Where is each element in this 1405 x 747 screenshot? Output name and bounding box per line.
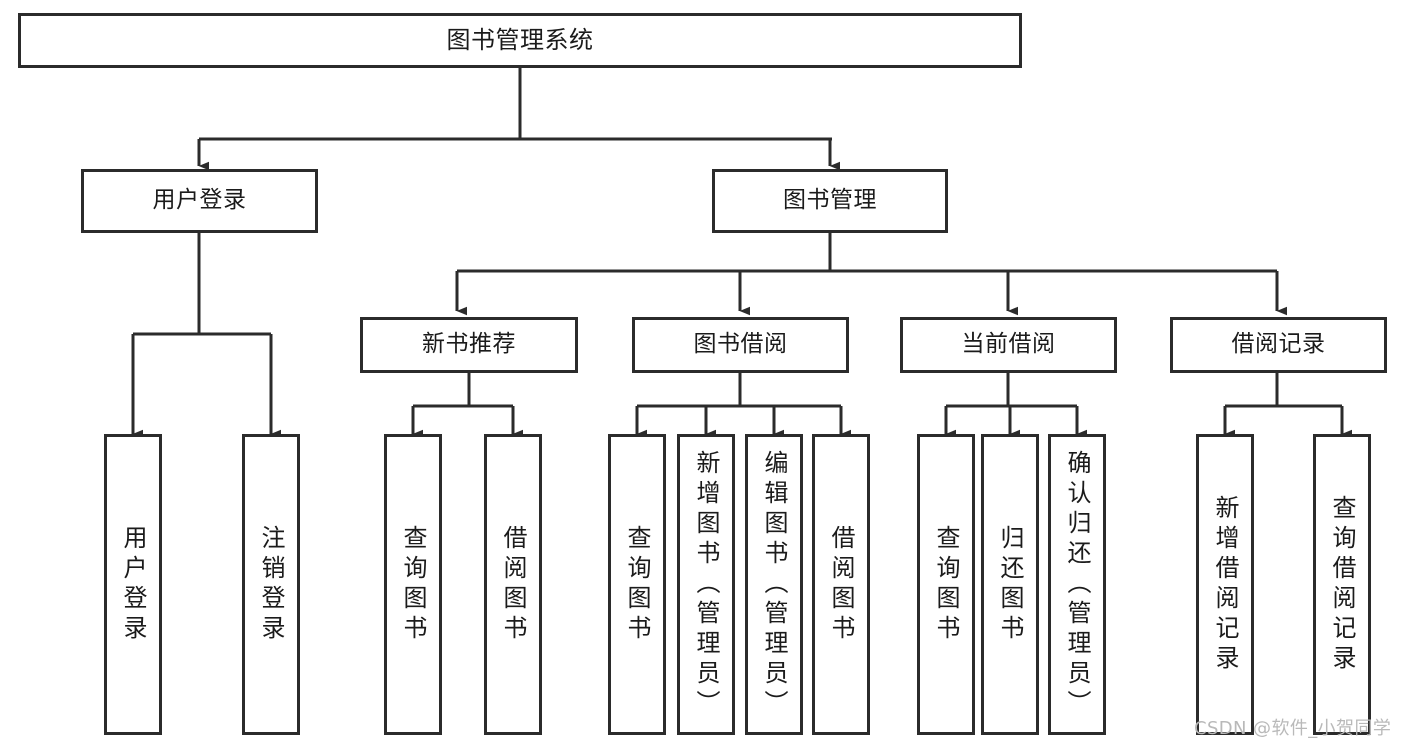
node-label: 新增图书（管理员） bbox=[692, 449, 720, 720]
leaf-borrow-book[interactable]: 借阅图书 bbox=[812, 434, 870, 735]
node-label: 图书管理 bbox=[783, 187, 877, 214]
node-label: 新书推荐 bbox=[422, 331, 516, 358]
leaf-add-borrow-record[interactable]: 新增借阅记录 bbox=[1196, 434, 1254, 735]
leaf-return-book[interactable]: 归还图书 bbox=[981, 434, 1039, 735]
node-label: 借阅记录 bbox=[1231, 331, 1326, 358]
leaf-user-login[interactable]: 用户登录 bbox=[104, 434, 162, 735]
node-user-login[interactable]: 用户登录 bbox=[81, 169, 318, 233]
node-label: 归还图书 bbox=[996, 524, 1024, 645]
leaf-query-book-current[interactable]: 查询图书 bbox=[917, 434, 975, 735]
leaf-edit-book-admin[interactable]: 编辑图书（管理员） bbox=[745, 434, 803, 735]
node-label: 用户登录 bbox=[119, 524, 147, 645]
node-label: 图书管理系统 bbox=[446, 26, 594, 55]
node-label: 查询借阅记录 bbox=[1328, 494, 1356, 675]
node-label: 编辑图书（管理员） bbox=[760, 449, 788, 720]
leaf-logout[interactable]: 注销登录 bbox=[242, 434, 300, 735]
leaf-add-book-admin[interactable]: 新增图书（管理员） bbox=[677, 434, 735, 735]
node-label: 查询图书 bbox=[399, 524, 427, 645]
node-label: 注销登录 bbox=[257, 524, 285, 645]
leaf-query-book-borrow[interactable]: 查询图书 bbox=[608, 434, 666, 735]
node-root-book-management-system[interactable]: 图书管理系统 bbox=[18, 13, 1022, 68]
node-label: 新增借阅记录 bbox=[1211, 494, 1239, 675]
node-book-management[interactable]: 图书管理 bbox=[712, 169, 948, 233]
node-label: 图书借阅 bbox=[693, 331, 788, 358]
watermark: CSDN @软件_小贺同学 bbox=[1194, 718, 1392, 739]
node-label: 借阅图书 bbox=[499, 524, 527, 645]
node-label: 当前借阅 bbox=[961, 331, 1056, 358]
leaf-borrow-book-recommend[interactable]: 借阅图书 bbox=[484, 434, 542, 735]
leaf-query-book-recommend[interactable]: 查询图书 bbox=[384, 434, 442, 735]
leaf-confirm-return-admin[interactable]: 确认归还（管理员） bbox=[1048, 434, 1106, 735]
node-current-borrow[interactable]: 当前借阅 bbox=[900, 317, 1117, 373]
node-label: 用户登录 bbox=[152, 187, 247, 214]
node-label: 借阅图书 bbox=[827, 524, 855, 645]
node-label: 查询图书 bbox=[623, 524, 651, 645]
node-book-borrow[interactable]: 图书借阅 bbox=[632, 317, 849, 373]
node-label: 确认归还（管理员） bbox=[1063, 449, 1091, 720]
node-label: 查询图书 bbox=[932, 524, 960, 645]
node-new-book-recommend[interactable]: 新书推荐 bbox=[360, 317, 578, 373]
leaf-query-borrow-record[interactable]: 查询借阅记录 bbox=[1313, 434, 1371, 735]
node-borrow-record[interactable]: 借阅记录 bbox=[1170, 317, 1387, 373]
